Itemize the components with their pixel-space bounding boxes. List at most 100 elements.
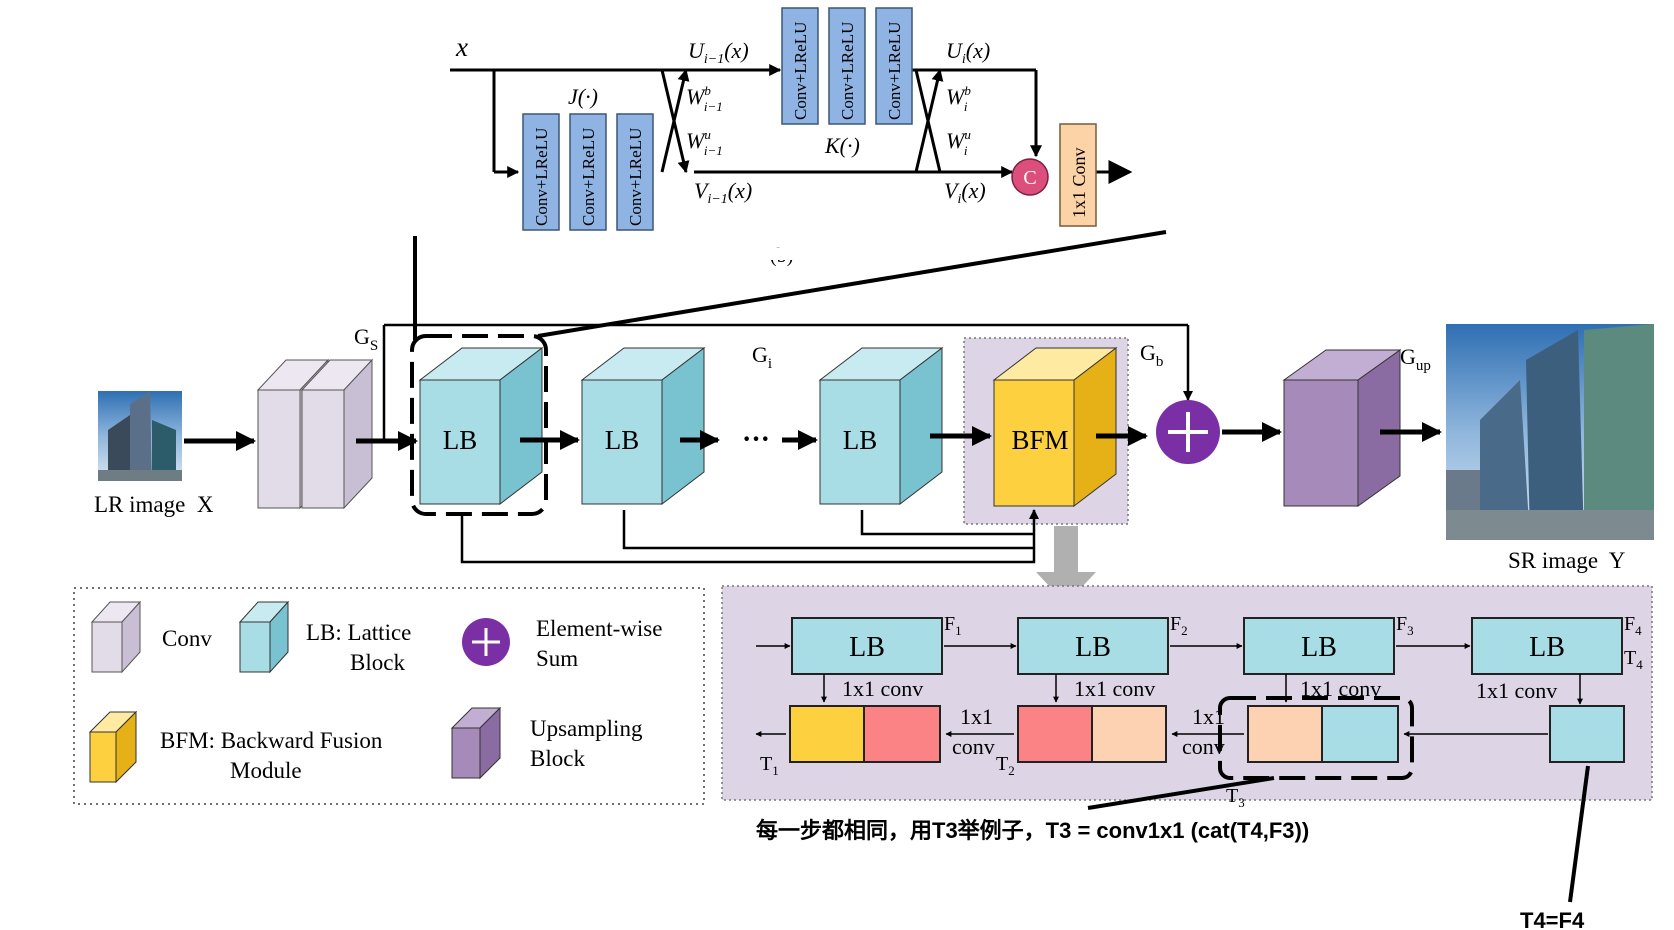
svg-text:C: C xyxy=(1023,167,1036,189)
svg-text:LB: LB xyxy=(1301,632,1337,663)
t2-label: T2 xyxy=(996,753,1015,778)
bfm-detail-panel: LB F1 LB F2 LB F3 LB F4 T4 1x1 conv 1x1 … xyxy=(721,585,1653,810)
detail-lb-3: LB xyxy=(1243,617,1395,675)
element-wise-sum-node xyxy=(1156,400,1220,464)
one-by-one-conv-block: 1x1 Conv xyxy=(1059,123,1097,227)
legend-bfm-label-1: BFM: Backward Fusion xyxy=(160,728,383,753)
legend-lb-icon xyxy=(238,600,290,674)
svg-text:1x1 Conv: 1x1 Conv xyxy=(1069,147,1089,218)
f4-label: F4 xyxy=(1624,613,1642,638)
detail-lb-1: LB xyxy=(791,617,943,675)
v-cur-label: Vi(x) xyxy=(944,178,986,207)
u-prev-label: Ui−1(x) xyxy=(688,38,749,67)
note-pointer-line xyxy=(1087,776,1275,810)
lattice-block-1: LB xyxy=(418,346,544,506)
svg-text:LB: LB xyxy=(849,632,885,663)
legend-bfm-label-2: Module xyxy=(230,758,302,783)
conv-b-conv: conv xyxy=(952,734,995,759)
t3-label: T3 xyxy=(1226,785,1245,810)
t3-left-half xyxy=(1247,705,1323,763)
svg-text:BFM: BFM xyxy=(1011,425,1068,455)
legend-upsampling-icon xyxy=(450,706,502,780)
sr-image-label: SR image Y xyxy=(1508,548,1626,573)
conv-b-1x1: 1x1 xyxy=(960,704,993,729)
lattice-block-n: LB xyxy=(818,346,944,506)
legend-bfm-icon xyxy=(88,710,138,784)
legend-sum-label-2: Sum xyxy=(536,646,578,671)
lattice-block-detail-panel: x Conv+LReLU Conv+LReLU Conv+LReLU xyxy=(450,7,1133,267)
gup-label: Gup xyxy=(1400,344,1431,374)
svg-text:Conv+LReLU: Conv+LReLU xyxy=(838,22,857,120)
conv-a-1x1: 1x1 xyxy=(1192,704,1225,729)
t4-box xyxy=(1549,705,1625,763)
t4-label: T4 xyxy=(1624,647,1643,672)
svg-text:LB: LB xyxy=(605,425,640,455)
t1-left-half xyxy=(789,705,865,763)
svg-text:Conv+LReLU: Conv+LReLU xyxy=(885,22,904,120)
upsampling-block xyxy=(1282,349,1402,507)
t4-eq-text: T4=F4 xyxy=(1520,908,1585,930)
legend-up-label-1: Upsampling xyxy=(530,716,643,741)
input-x-label: x xyxy=(455,32,468,62)
k-conv-block-1: Conv+LReLU xyxy=(781,7,819,125)
j-conv-block-1: Conv+LReLU xyxy=(522,113,560,231)
sr-image xyxy=(1446,324,1654,540)
svg-text:LB: LB xyxy=(1075,632,1111,663)
f2-label: F2 xyxy=(1170,613,1188,638)
f1-label: F1 xyxy=(944,613,962,638)
ellipsis: ··· xyxy=(742,424,770,455)
t4-pointer-line xyxy=(1568,765,1590,903)
svg-text:Conv+LReLU: Conv+LReLU xyxy=(532,128,551,226)
t1-label: T1 xyxy=(760,753,779,778)
lattice-block-1-highlight xyxy=(410,334,548,516)
detail-lb-4: LB xyxy=(1471,617,1623,675)
k-conv-block-2: Conv+LReLU xyxy=(828,7,866,125)
j-function-label: J(·) xyxy=(568,84,598,109)
detail-lb-2: LB xyxy=(1017,617,1169,675)
concat-node: C xyxy=(1011,158,1049,196)
gs-label: GS xyxy=(354,324,378,354)
t2-right-half xyxy=(1091,705,1167,763)
k-function-label: K(·) xyxy=(824,133,860,158)
zoom-line-right xyxy=(537,230,1167,338)
note-text: 每一步都相同，用T3举例子，T3 = conv1x1 (cat(T4,F3)) xyxy=(756,818,1309,843)
t1-right-half xyxy=(863,705,941,763)
gb-label: Gb xyxy=(1140,340,1163,370)
lattice-block-2: LB xyxy=(580,346,706,506)
f3-label: F3 xyxy=(1396,613,1414,638)
legend: Conv LB: Lattice Block Element-wise Sum … xyxy=(73,587,705,805)
legend-up-label-2: Block xyxy=(530,746,585,771)
v-prev-label: Vi−1(x) xyxy=(694,178,752,207)
legend-lb-label-2: Block xyxy=(350,650,405,675)
lr-image xyxy=(98,391,182,481)
lr-image-label: LR image X xyxy=(94,492,214,517)
main-pipeline: LR image X GS LB xyxy=(94,323,1654,604)
gi-label: Gi xyxy=(752,342,772,372)
t3-right-half xyxy=(1321,705,1399,763)
svg-text:LB: LB xyxy=(843,425,878,455)
t2-left-half xyxy=(1017,705,1093,763)
conv1x1-label-1: 1x1 conv xyxy=(842,676,923,701)
conv-a-conv: conv xyxy=(1182,734,1225,759)
j-conv-block-3: Conv+LReLU xyxy=(616,113,654,231)
legend-conv-label: Conv xyxy=(162,626,212,651)
legend-lb-label-1: LB: Lattice xyxy=(306,620,411,645)
legend-sum-icon xyxy=(462,618,510,666)
conv1x1-label-4: 1x1 conv xyxy=(1476,678,1557,703)
svg-text:Conv+LReLU: Conv+LReLU xyxy=(626,128,645,226)
legend-sum-label-1: Element-wise xyxy=(536,616,662,641)
conv1x1-label-2: 1x1 conv xyxy=(1074,676,1155,701)
svg-text:Conv+LReLU: Conv+LReLU xyxy=(791,22,810,120)
bfm-block: BFM xyxy=(992,346,1118,508)
t3-highlight xyxy=(1218,696,1414,780)
svg-text:LB: LB xyxy=(1529,632,1565,663)
svg-text:Conv+LReLU: Conv+LReLU xyxy=(579,128,598,226)
conv-cube-2 xyxy=(300,358,374,510)
k-conv-block-3: Conv+LReLU xyxy=(875,7,913,125)
u-cur-label: Ui(x) xyxy=(946,38,990,67)
